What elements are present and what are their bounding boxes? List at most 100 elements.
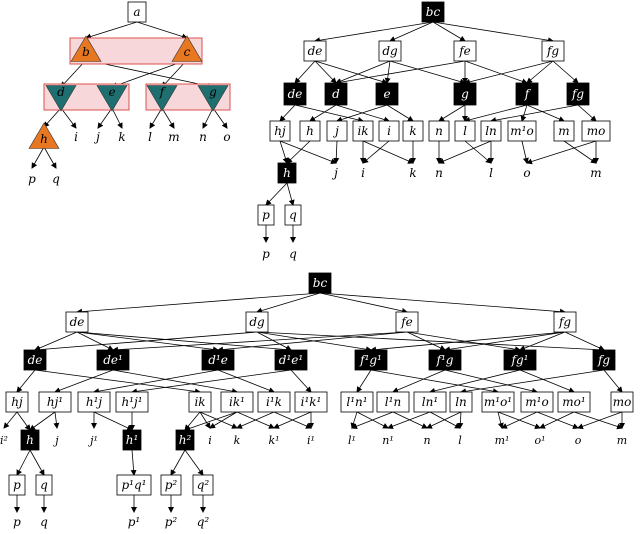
edge-c-l1-l2 (406, 331, 521, 353)
edge-c-l3-leaf (387, 411, 431, 430)
panel-c-leaf-4: k (234, 434, 241, 447)
panel-c-leaf-7: l¹ (348, 434, 356, 447)
edge-c-root-l1 (76, 292, 321, 315)
edge-c-l3-leaf (273, 411, 312, 429)
edge-b-l2-l3 (526, 104, 565, 122)
edge-c-l3-leaf (236, 411, 275, 429)
edge-a-b (85, 21, 138, 40)
panel-c-l1-3-box (553, 311, 577, 333)
edge-b-h-p (265, 182, 288, 206)
panel-a-f-label: f (159, 85, 167, 99)
edge-c-l3-leaf (536, 411, 579, 429)
edge-c-l3-leaf (573, 411, 623, 430)
panel-a-c-shape (171, 35, 203, 62)
panel-c-root-label: bc (313, 276, 328, 290)
panel-c-l3-2-box (77, 391, 111, 413)
panel-a-g-label: g (209, 85, 217, 99)
panel-c-h-0-box (20, 429, 40, 451)
edge-b-l1-l2 (335, 60, 466, 86)
panel-b-leaf-1: i (361, 166, 365, 180)
edge-c-l3-leaf (199, 411, 211, 429)
panel-b-l1-1-label: dg (382, 44, 398, 58)
panel-a-leaf-n: n (199, 130, 207, 144)
panel-c-p-label: p (13, 478, 21, 492)
panel-b-l2-2-box (375, 82, 399, 106)
panel-c-q2-label: q² (197, 478, 210, 492)
panel-c-l3-2-label: h¹j (86, 395, 103, 409)
panel-b-l2-5-box (566, 82, 590, 106)
panel-c-l3-10-box (413, 391, 447, 413)
panel-a-e-shape (96, 85, 128, 112)
edge-b-l1-l2 (389, 60, 466, 85)
edge-f-m (161, 107, 175, 129)
panel-b-l3-5-label: k (409, 124, 416, 138)
panel-c-l2-3-label: d¹e¹ (279, 353, 303, 367)
edge-b-m (563, 140, 597, 164)
edge-c-l1-l2 (444, 331, 566, 353)
edge-b-l1-l2 (526, 60, 554, 84)
edge-c-l1-l2 (76, 331, 292, 353)
edge-c-h2b (184, 411, 238, 432)
panel-a-leaf-i: i (74, 130, 78, 144)
panel-b-l2-5-label: fg (571, 87, 584, 101)
panel-b-l3-3-box (352, 120, 374, 142)
edge-c-l2-l3 (356, 369, 372, 393)
edge-c-h2-p (170, 449, 186, 476)
edge-c-l3-leaf (577, 411, 623, 430)
edge-b-l2-l3 (309, 104, 337, 122)
panel-c-l3-0-box (5, 391, 29, 413)
panel-c-p1q1-box (116, 474, 152, 496)
edge-b-l1-l2 (384, 60, 391, 84)
panel-b-l2-0-label: de (288, 87, 303, 101)
edge-h-q (43, 146, 57, 169)
panel-b-l1-2-box (453, 40, 477, 62)
edge-b-l2-l3 (279, 104, 296, 122)
edge-c-l2-l3 (460, 369, 605, 395)
panel-c-bottom-0: p (13, 515, 21, 529)
panel-a-f-shape (146, 85, 178, 112)
panel-b-l3-4-box (378, 120, 400, 142)
edge-c-root-l1 (256, 292, 321, 314)
edge-b-l1-l2 (294, 60, 316, 84)
panel-b-bottom-q: q (289, 247, 297, 261)
edge-b-mo-o (526, 140, 597, 165)
panel-c-p2-label: p² (165, 478, 178, 492)
panel-a-b-label: b (82, 45, 90, 59)
panel-b-l3-1-label: h (306, 124, 314, 138)
panel-c-leaf-6: i¹ (307, 434, 315, 447)
panel-c-l2-0-label: de (28, 353, 43, 367)
panel-c-l2-2-label: d¹e (208, 353, 228, 367)
edge-c-l2-l3 (54, 369, 114, 394)
edge-c-root-l1 (319, 292, 566, 315)
panel-b-l3-11-box (581, 120, 611, 142)
edge-c-l3-leaf (350, 411, 358, 429)
edge-b-ik-k (362, 140, 414, 164)
panel-c-l2-3-box (274, 349, 308, 371)
panel-c-l3-7-label: i¹k¹ (301, 395, 322, 409)
panel-b-l3-7-label: l (463, 124, 467, 138)
edge-c-h2 (29, 411, 56, 431)
edge-b-hj-j (279, 140, 337, 164)
panel-c-q2-box (192, 474, 214, 496)
edge-c-h-p (16, 449, 31, 476)
panel-a-e-label: e (108, 85, 115, 99)
panel-b-l2-1-box (324, 82, 348, 106)
panel-b-l3-11-label: mo (587, 124, 606, 138)
edge-b-l1-l2 (464, 60, 554, 85)
panel-a-h-label: h (40, 132, 48, 146)
panel-b-l3-9-label: m¹o (510, 124, 533, 138)
panel-c-l3-15-box (610, 391, 634, 413)
edge-b-root-l1 (389, 21, 434, 42)
edge-e-j (97, 107, 113, 129)
panel-c-l3-1-label: hj¹ (47, 395, 63, 409)
edge-b-l1-l2 (314, 60, 388, 85)
panel-c-l3-14-box (557, 391, 591, 413)
panel-c-l3-4-box (188, 391, 212, 413)
panel-c-h-2-box (175, 429, 195, 451)
panel-c-l3-4-label: ik (194, 395, 205, 409)
panel-c-bottom-4: q² (197, 515, 210, 529)
edge-c-l1-l2 (564, 331, 605, 351)
panel-c-l2-7-label: fg (597, 353, 610, 367)
panel-c-leaf-11: m¹ (495, 434, 510, 447)
